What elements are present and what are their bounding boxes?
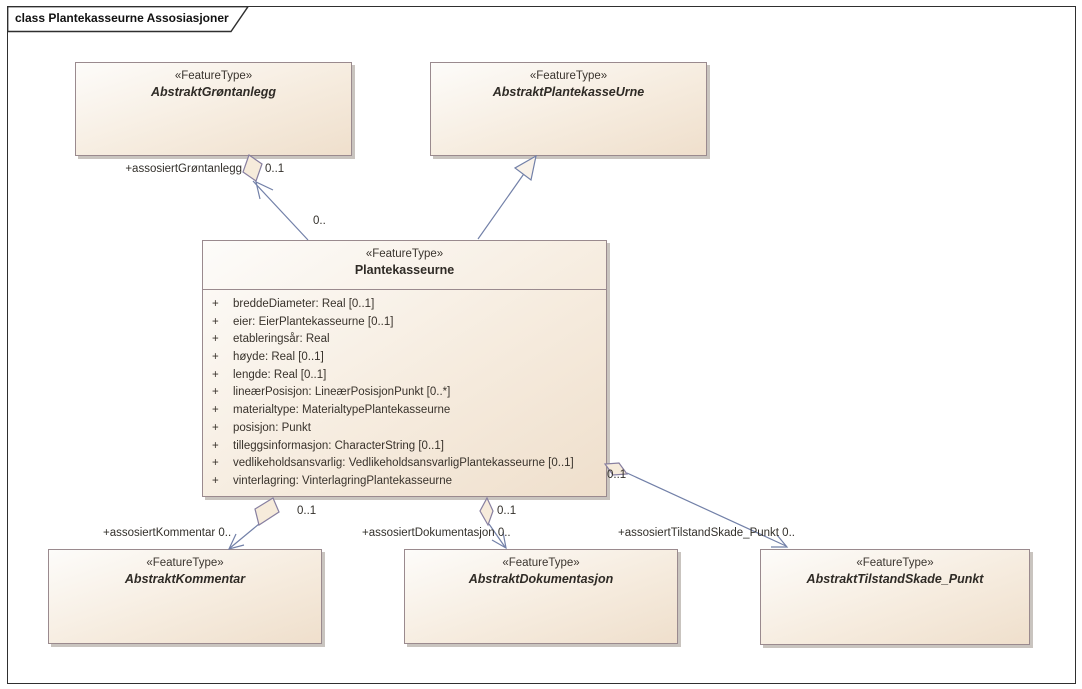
- attribute-compartment: + breddeDiameter: Real [0..1] + eier: Ei…: [203, 289, 606, 496]
- attribute-row: + vedlikeholdsansvarlig: Vedlikeholdsans…: [203, 455, 606, 473]
- attribute-row: + lengde: Real [0..1]: [203, 367, 606, 385]
- role-label-grontanlegg: +assosiertGrøntanlegg: [125, 163, 242, 175]
- attribute-visibility: +: [212, 298, 219, 310]
- class-name: AbstraktTilstandSkade_Punkt: [806, 572, 984, 586]
- class-header: «FeatureType» Plantekasseurne: [203, 241, 606, 277]
- diagram-title: class Plantekasseurne Assosiasjoner: [15, 11, 229, 25]
- attribute-text: høyde: Real [0..1]: [233, 351, 324, 364]
- attribute-visibility: +: [212, 386, 219, 399]
- stereotype-label: «FeatureType»: [502, 557, 580, 569]
- attribute-visibility: +: [212, 421, 219, 434]
- stereotype-label: «FeatureType»: [856, 557, 934, 569]
- attribute-visibility: +: [212, 368, 219, 381]
- stereotype-label: «FeatureType»: [146, 557, 224, 569]
- multiplicity-kommentar-aggregate: 0..1: [297, 505, 317, 517]
- multiplicity-dokumentasjon-aggregate: 0..1: [497, 505, 517, 517]
- attribute-text: tilleggsinformasjon: CharacterString [0.…: [233, 439, 444, 452]
- attribute-text: eier: EierPlantekasseurne [0..1]: [233, 315, 394, 328]
- class-name: AbstraktDokumentasjon: [468, 572, 614, 586]
- attribute-row: + posisjon: Punkt: [203, 420, 606, 438]
- attribute-visibility: +: [212, 404, 219, 417]
- role-label-kommentar: +assosiertKommentar 0..: [103, 527, 232, 539]
- class-abstrakt-dokumentasjon[interactable]: «FeatureType» AbstraktDokumentasjon: [404, 549, 678, 644]
- class-header: «FeatureType» AbstraktPlantekasseUrne: [431, 63, 706, 99]
- attribute-row: + etableringsår: Real: [203, 331, 606, 349]
- attribute-row: + breddeDiameter: Real [0..1]: [203, 296, 606, 314]
- class-header: «FeatureType» AbstraktTilstandSkade_Punk…: [761, 550, 1029, 586]
- multiplicity-grontanlegg-target: 0..1: [265, 163, 285, 175]
- attribute-text: lineærPosisjon: LineærPosisjonPunkt [0..…: [233, 386, 451, 399]
- stereotype-label: «FeatureType»: [529, 70, 608, 82]
- role-label-tilstandskade: +assosiertTilstandSkade_Punkt 0..: [618, 527, 795, 539]
- class-header: «FeatureType» AbstraktGrøntanlegg: [76, 63, 351, 99]
- stereotype-label: «FeatureType»: [365, 248, 444, 260]
- multiplicity-grontanlegg-source: 0..: [313, 215, 326, 227]
- role-label-dokumentasjon: +assosiertDokumentasjon 0..: [362, 527, 511, 539]
- attribute-text: vedlikeholdsansvarlig: Vedlikeholdsansva…: [233, 457, 574, 470]
- attribute-text: materialtype: MaterialtypePlantekasseurn…: [233, 404, 451, 417]
- attribute-visibility: +: [212, 333, 219, 346]
- class-name: AbstraktKommentar: [124, 572, 246, 586]
- class-abstrakt-kommentar[interactable]: «FeatureType» AbstraktKommentar: [48, 549, 322, 644]
- class-name: Plantekasseurne: [354, 263, 455, 277]
- class-plantekasseurne[interactable]: «FeatureType» Plantekasseurne + breddeDi…: [202, 240, 607, 497]
- class-header: «FeatureType» AbstraktDokumentasjon: [405, 550, 677, 586]
- multiplicity-tilstandskade-aggregate: 0..1: [607, 469, 627, 481]
- class-name: AbstraktGrøntanlegg: [150, 85, 276, 99]
- attribute-row: + eier: EierPlantekasseurne [0..1]: [203, 314, 606, 332]
- attribute-text: posisjon: Punkt: [233, 421, 311, 434]
- attribute-text: etableringsår: Real: [233, 333, 330, 346]
- class-abstrakt-tilstandskade-punkt[interactable]: «FeatureType» AbstraktTilstandSkade_Punk…: [760, 549, 1030, 645]
- attribute-visibility: +: [212, 457, 219, 470]
- attribute-visibility: +: [212, 439, 219, 452]
- class-header: «FeatureType» AbstraktKommentar: [49, 550, 321, 586]
- attribute-row: + vinterlagring: VinterlagringPlantekass…: [203, 473, 606, 491]
- class-abstrakt-grontanlegg[interactable]: «FeatureType» AbstraktGrøntanlegg: [75, 62, 352, 156]
- attribute-visibility: +: [212, 315, 219, 328]
- attribute-text: vinterlagring: VinterlagringPlantekasseu…: [233, 474, 453, 487]
- stereotype-label: «FeatureType»: [174, 70, 253, 82]
- attribute-text: breddeDiameter: Real [0..1]: [233, 298, 375, 310]
- attribute-row: + tilleggsinformasjon: CharacterString […: [203, 438, 606, 456]
- class-name: AbstraktPlantekasseUrne: [492, 85, 645, 99]
- attribute-row: + lineærPosisjon: LineærPosisjonPunkt [0…: [203, 384, 606, 402]
- class-abstrakt-plantekasseurne[interactable]: «FeatureType» AbstraktPlantekasseUrne: [430, 62, 707, 156]
- attribute-text: lengde: Real [0..1]: [233, 368, 327, 381]
- attribute-visibility: +: [212, 351, 219, 364]
- attribute-row: + materialtype: MaterialtypePlantekasseu…: [203, 402, 606, 420]
- attribute-row: + høyde: Real [0..1]: [203, 349, 606, 367]
- diagram-frame: [7, 6, 1076, 684]
- attribute-visibility: +: [212, 474, 219, 487]
